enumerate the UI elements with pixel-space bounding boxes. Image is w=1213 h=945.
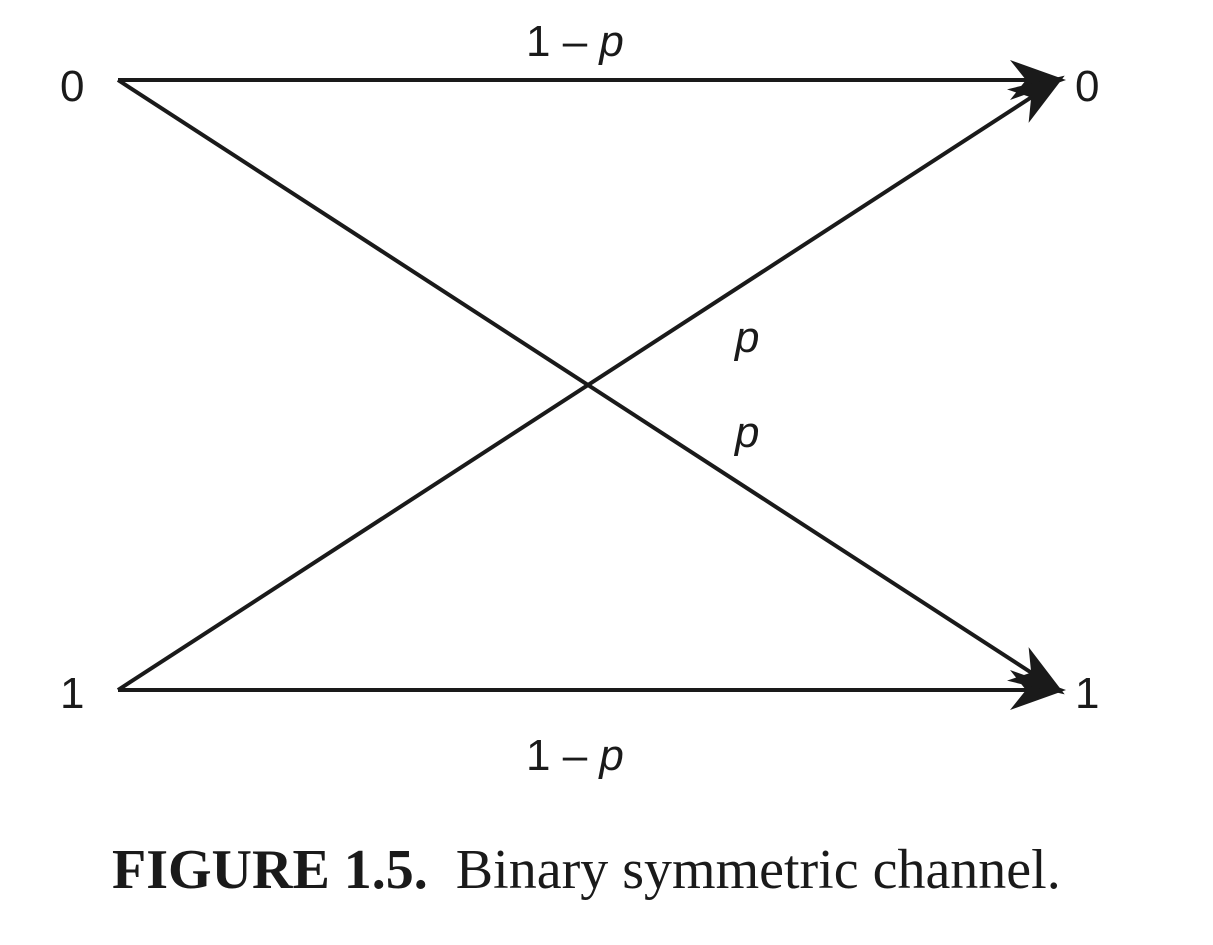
edge-label-cross-lower: p (733, 408, 759, 457)
edge-label-cross-upper: p (733, 313, 759, 362)
edge-label-top-variable: p (597, 17, 623, 66)
figure-caption-text: Binary symmetric channel. (455, 839, 1061, 901)
edge-label-bottom: 1 – p (526, 731, 624, 780)
edge-label-top: 1 – p (526, 17, 624, 66)
edge-label-cross-lower-variable: p (733, 408, 759, 457)
edge-label-cross-upper-variable: p (733, 313, 759, 362)
edge-label-top-prefix: 1 – (526, 17, 599, 66)
input-label-0: 0 (60, 62, 84, 111)
edge-1-to-0 (116, 75, 1065, 692)
figure-caption-label: FIGURE 1.5. (112, 839, 428, 901)
input-label-1: 1 (60, 669, 84, 718)
output-label-0: 0 (1075, 62, 1099, 111)
output-label-1: 1 (1075, 669, 1099, 718)
edge-label-bottom-variable: p (597, 731, 623, 780)
edge-label-bottom-prefix: 1 – (526, 731, 599, 780)
